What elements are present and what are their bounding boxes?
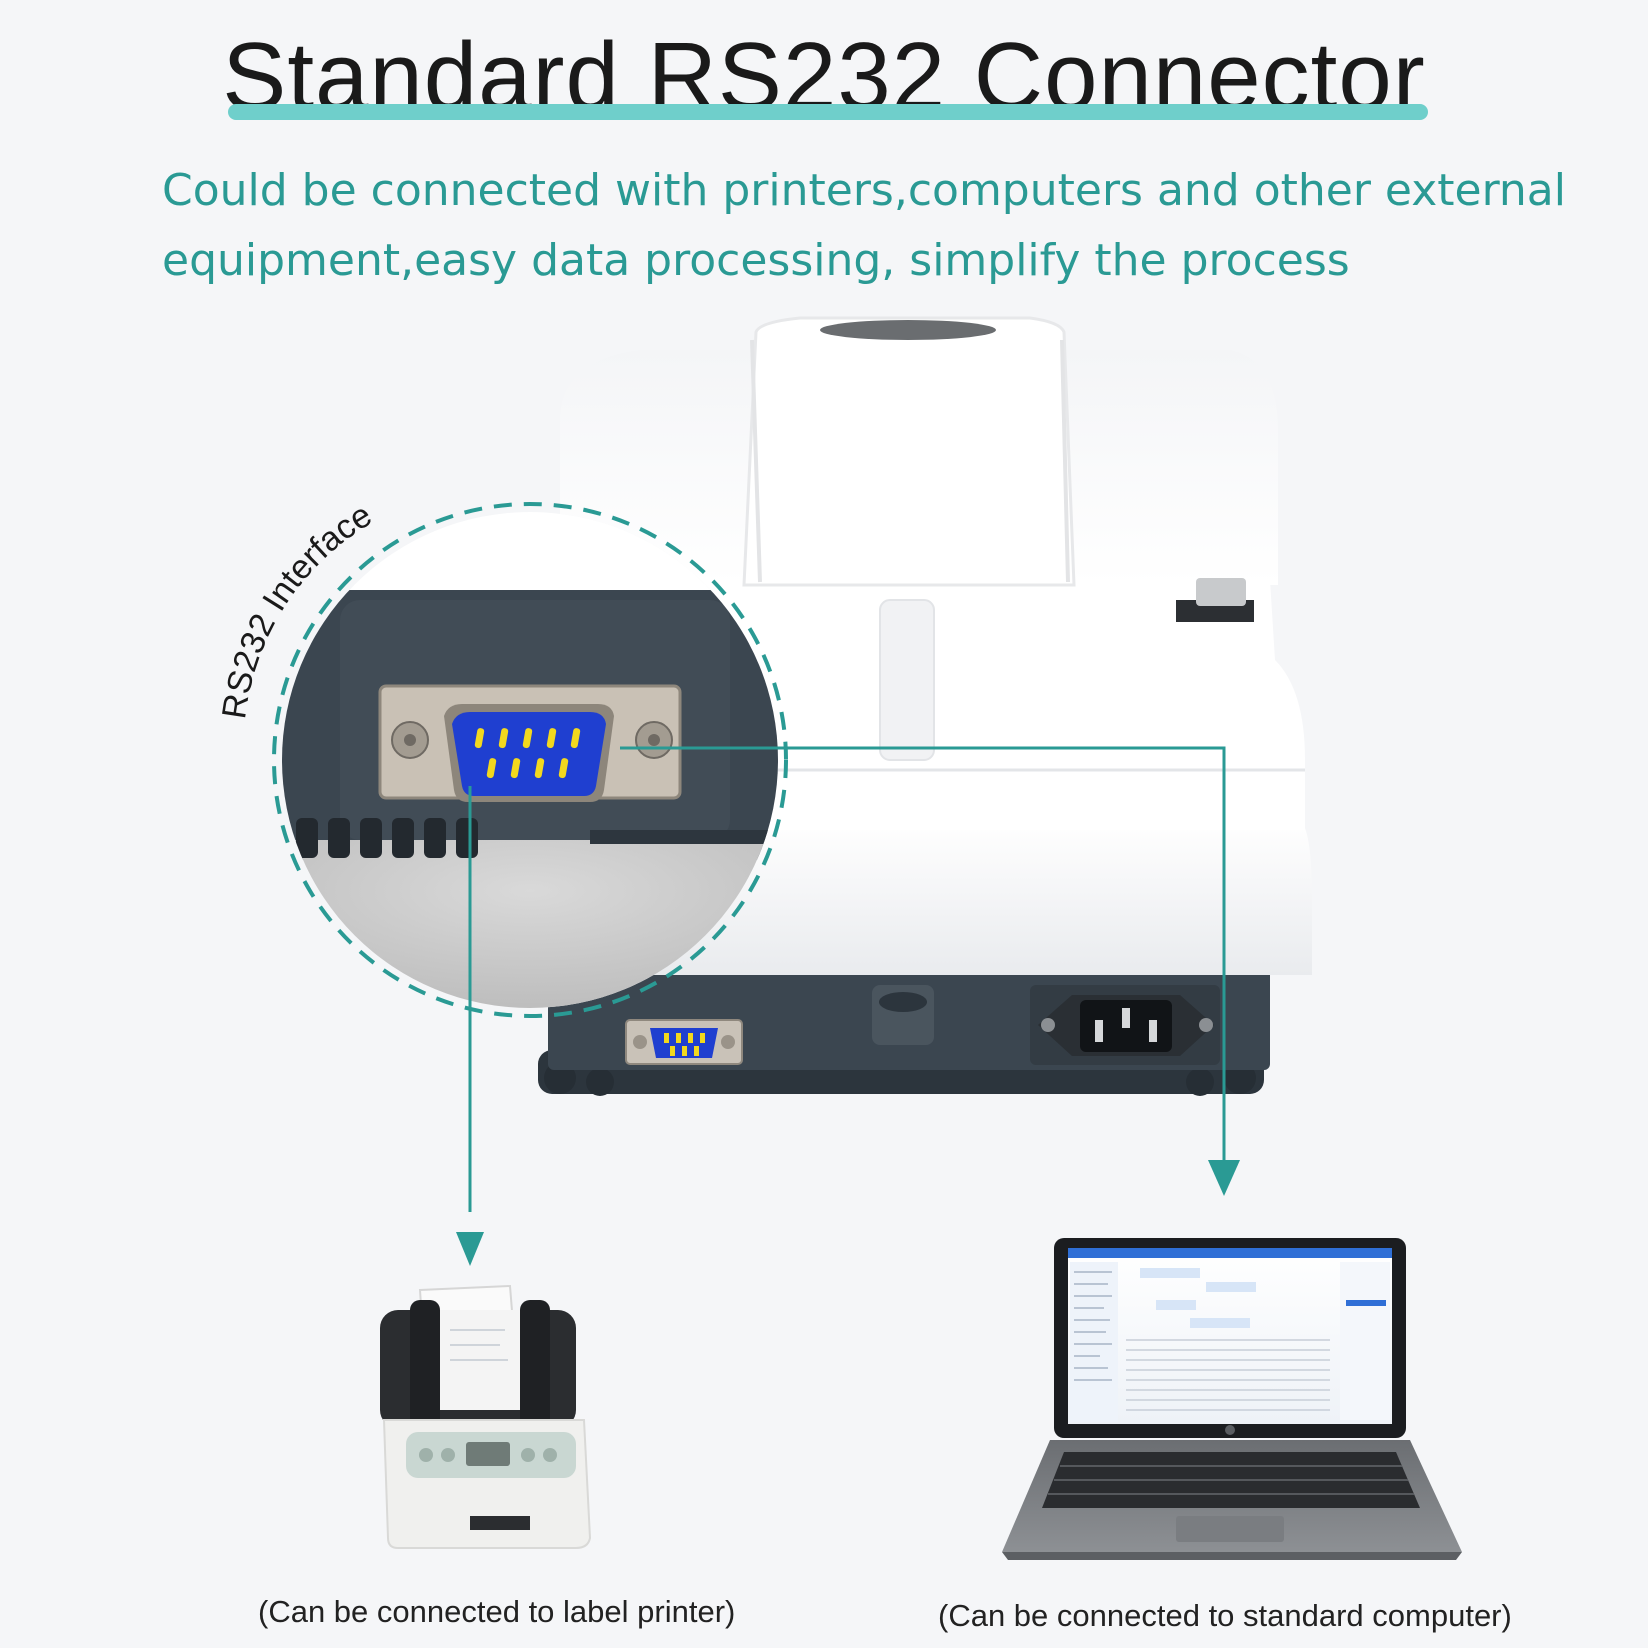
standard-computer [1002,1238,1462,1560]
caption-printer: (Can be connected to label printer) [258,1594,736,1629]
subtitle-line-2: equipment,easy data processing, simplify… [162,235,1350,286]
line-to-computer [620,746,1226,1160]
caption-computer: (Can be connected to standard computer) [938,1598,1512,1633]
laptop-screen [1068,1248,1392,1424]
db9-connector-icon [625,1019,743,1065]
label-printer [380,1284,592,1549]
arrow-down-icon [1208,1160,1240,1196]
subtitle: Could be connected with printers,compute… [162,156,1602,296]
arrow-down-icon [456,1232,484,1266]
zoom-dashed-ring [272,502,788,1018]
db9-connector-large-icon [378,684,682,802]
power-socket-icon [1030,985,1220,1065]
subtitle-line-1: Could be connected with printers,compute… [162,165,1566,216]
connection-lines [468,746,1226,1212]
title-underline [228,104,1428,120]
